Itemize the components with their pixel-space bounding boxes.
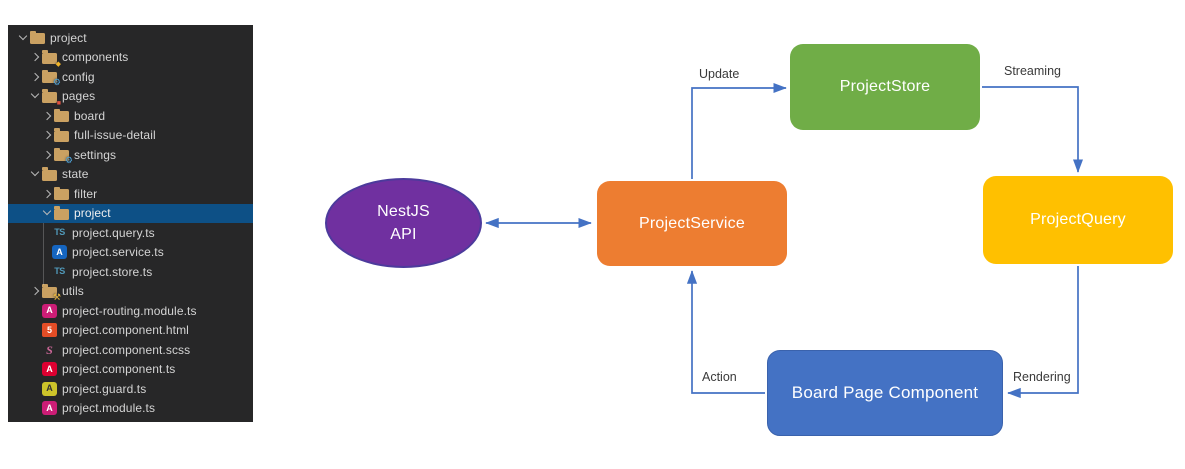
sidebar-item-settings[interactable]: ⚙settings — [8, 145, 253, 165]
diagram-node-board-page-component: Board Page Component — [767, 350, 1003, 436]
sidebar-item-project.query.ts[interactable]: TS project.query.ts — [8, 223, 253, 243]
folder-icon — [42, 167, 57, 181]
diagram-node-project-service: ProjectService — [597, 181, 787, 266]
folder-icon: ■ — [42, 89, 61, 107]
sidebar-item-label: project.store.ts — [72, 264, 153, 279]
sidebar-item-utils[interactable]: ⚒utils — [8, 282, 253, 301]
ts-file-icon: TS — [54, 266, 65, 277]
ng-guard-file-icon: A — [42, 381, 57, 396]
sidebar-item-label: project.component.ts — [62, 362, 176, 377]
sidebar-item-label: board — [74, 108, 106, 123]
chevron-right-icon — [40, 187, 54, 201]
sidebar-item-board[interactable]: board — [8, 106, 253, 126]
folder-icon: ⚙ — [54, 147, 73, 165]
ng-module-file-icon: A — [42, 303, 57, 318]
gear-badge-icon: ⚙ — [52, 77, 61, 88]
folder-icon — [54, 108, 69, 123]
edge-label-streaming: Streaming — [1004, 64, 1061, 78]
sidebar-item-project[interactable]: project — [8, 203, 253, 223]
sidebar-item-config[interactable]: ⚙config — [8, 67, 253, 87]
sidebar-item-label: project.query.ts — [72, 225, 155, 240]
ts-file-icon: TS — [54, 227, 65, 238]
sidebar-item-label: filter — [74, 186, 98, 201]
node-label: ProjectService — [639, 214, 745, 232]
edge-label-action: Action — [702, 370, 737, 384]
sidebar-item-label: project.module.ts — [62, 401, 156, 416]
sidebar-item-state[interactable]: state — [8, 165, 253, 185]
gear-badge-icon: ⚙ — [64, 155, 73, 166]
folder-icon: ◆ — [42, 50, 61, 68]
sidebar-item-label: utils — [62, 284, 84, 299]
sidebar-item-full-issue-detail[interactable]: full-issue-detail — [8, 126, 253, 146]
chevron-right-icon — [40, 148, 54, 162]
sidebar-item-label: project.component.scss — [62, 342, 191, 357]
node-label: ProjectQuery — [1030, 211, 1126, 228]
sidebar-item-label: project — [50, 30, 87, 45]
chevron-right-icon — [28, 70, 42, 84]
tools-badge-icon: ⚒ — [52, 291, 61, 302]
sidebar-item-label: settings — [74, 147, 117, 162]
sidebar-item-filter[interactable]: filter — [8, 184, 253, 204]
folder-icon — [30, 30, 45, 45]
arrow-store-to-query — [982, 86, 1084, 173]
html-file-icon: 5 — [42, 323, 57, 338]
sidebar-item-label: project-routing.module.ts — [62, 303, 197, 318]
sidebar-item-label: project — [74, 206, 111, 221]
chevron-right-icon — [28, 284, 42, 298]
sidebar-item-label: project.service.ts — [72, 245, 164, 260]
chevron-right-icon — [40, 128, 54, 142]
folder-icon — [54, 206, 69, 220]
indent-guide — [43, 223, 44, 285]
sidebar-item-project.store.ts[interactable]: TS project.store.ts — [8, 262, 253, 282]
node-label: ProjectStore — [839, 78, 931, 95]
folder-icon: ⚒ — [42, 284, 61, 301]
edge-label-update: Update — [699, 67, 740, 81]
chevron-right-icon — [40, 109, 54, 123]
sidebar-item-pages[interactable]: ■pages — [8, 87, 253, 107]
folder-icon — [54, 128, 69, 142]
chevron-down-icon — [28, 167, 42, 181]
chevron-down-icon — [28, 89, 42, 103]
ng-component-file-icon: A — [42, 362, 57, 377]
edge-label-rendering: Rendering — [1013, 370, 1071, 384]
sidebar-item-label: pages — [62, 89, 96, 104]
pages-badge-icon: ■ — [56, 99, 61, 107]
chevron-right-icon — [28, 50, 42, 64]
sidebar-item-label: project.guard.ts — [62, 381, 147, 396]
sidebar-item-components[interactable]: ◆components — [8, 48, 253, 68]
components-badge-icon: ◆ — [55, 60, 61, 68]
sidebar-item-label: state — [62, 167, 89, 182]
folder-icon: ⚙ — [42, 69, 61, 87]
sidebar-item-label: project.component.html — [62, 323, 189, 338]
diagram-node-project-query: ProjectQuery — [983, 176, 1173, 264]
folder-icon — [54, 186, 69, 201]
arrow-service-to-store — [691, 82, 787, 179]
sidebar-item-project[interactable]: project — [8, 28, 253, 48]
chevron-down-icon — [16, 31, 30, 45]
sidebar-item-project.component.html[interactable]: 5 project.component.html — [8, 321, 253, 341]
scss-file-icon: S — [46, 342, 53, 357]
chevron-down-icon — [40, 206, 54, 220]
node-label: NestJS — [377, 202, 430, 220]
sidebar-item-label: config — [62, 69, 95, 84]
diagram-node-project-store: ProjectStore — [790, 44, 980, 130]
sidebar-item-label: components — [62, 50, 129, 65]
node-label: Board Page Component — [791, 383, 979, 402]
sidebar-item-label: full-issue-detail — [74, 128, 156, 143]
ng-service-file-icon: A — [52, 245, 67, 260]
ng-module-file-icon: A — [42, 401, 57, 416]
diagram-node-nestjs-api: NestJS API — [325, 178, 482, 268]
node-label: API — [390, 226, 417, 243]
